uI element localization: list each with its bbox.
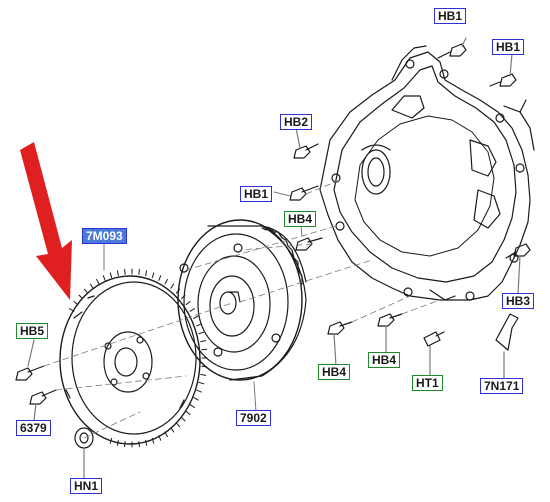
transmission-housing — [319, 45, 535, 301]
callout-hb4-mid: HB4 — [368, 352, 401, 368]
callout-7902: 7902 — [236, 410, 271, 426]
bolt-hb5 — [15, 339, 45, 381]
bolt-6379 — [29, 389, 57, 421]
callout-7m093: 7M093 — [82, 228, 127, 244]
callout-hb4-left: HB4 — [318, 364, 351, 380]
callout-ht1: HT1 — [412, 375, 443, 391]
bracket-7n171 — [495, 313, 519, 381]
callout-hb4-top: HB4 — [284, 211, 317, 227]
bolt-hb1-right — [489, 53, 517, 87]
red-indicator-arrow — [20, 142, 72, 300]
callout-hb3: HB3 — [502, 293, 535, 309]
bolt-hb3 — [505, 243, 531, 295]
bolt-hb4-mid — [377, 313, 403, 355]
callout-hb2: HB2 — [280, 114, 313, 130]
callout-6379: 6379 — [16, 420, 51, 436]
stud-ht1 — [423, 331, 445, 379]
callout-hn1: HN1 — [70, 478, 103, 494]
torque-converter — [177, 219, 307, 381]
callout-hb5: HB5 — [16, 323, 49, 339]
callout-hb1-right: HB1 — [492, 39, 525, 55]
bolt-hb1-mid — [289, 185, 319, 201]
bolt-hb4-left — [327, 321, 353, 367]
nut-hn1 — [74, 427, 94, 479]
alignment-lines — [43, 179, 441, 439]
callout-hb1-top: HB1 — [434, 8, 467, 24]
flywheel — [59, 275, 201, 445]
bolt-hb2 — [293, 127, 319, 159]
callout-hb1-mid: HB1 — [240, 186, 273, 202]
callout-leaders — [103, 191, 303, 413]
callout-7n171: 7N171 — [480, 378, 524, 394]
bolt-hb4-top — [295, 237, 323, 251]
ring-gear-teeth — [69, 268, 208, 448]
bolt-hb1-top — [437, 37, 467, 59]
